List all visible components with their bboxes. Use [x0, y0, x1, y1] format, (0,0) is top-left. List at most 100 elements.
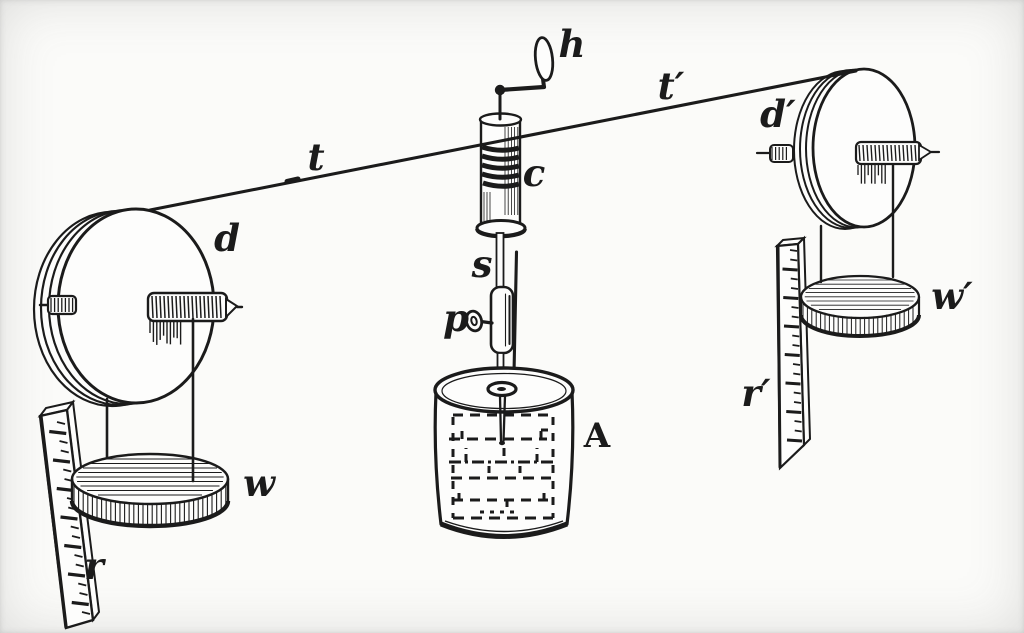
spindle-tip — [499, 440, 505, 446]
texture-line — [906, 144, 909, 162]
cord-fringe-right — [857, 165, 886, 184]
texture-line — [179, 295, 182, 319]
drum-shading — [483, 127, 519, 221]
texture-line — [60, 515, 78, 521]
spindle-in-vessel — [498, 394, 503, 443]
axle-right-barrel-hatch — [858, 144, 917, 162]
texture-line — [183, 295, 186, 319]
pulley-disc-left — [32, 207, 216, 408]
ruler-right-edge — [776, 245, 782, 469]
texture-line — [882, 144, 885, 162]
drum-cord-ridge — [481, 144, 520, 153]
texture-line — [49, 429, 67, 436]
label-weight-left: w — [243, 461, 276, 505]
texture-line — [858, 144, 861, 162]
texture-line — [793, 401, 802, 404]
texture-line — [59, 440, 68, 444]
texture-line — [793, 372, 801, 376]
texture-line — [785, 381, 801, 386]
pin-ring-outer — [464, 309, 484, 333]
label-spindle: s — [471, 242, 493, 286]
ruler-left-edge — [39, 415, 68, 629]
texture-line — [74, 554, 83, 558]
calorimeter — [433, 366, 575, 539]
texture-line — [219, 295, 222, 319]
texture-line — [910, 144, 913, 162]
texture-line — [790, 258, 798, 262]
texture-line — [175, 295, 178, 319]
drum-cord-ridge — [481, 153, 520, 162]
texture-line — [63, 468, 72, 473]
crank-handle-grip — [533, 36, 555, 82]
hidden-paddle-wheel — [449, 413, 555, 520]
texture-line — [199, 295, 202, 319]
axle-left-point — [225, 297, 239, 320]
main-cord — [148, 69, 858, 212]
texture-line — [783, 324, 800, 329]
texture-line — [187, 295, 190, 319]
texture-line — [67, 572, 86, 578]
pan-left-top-fill — [72, 454, 228, 504]
cord-fringe-left — [149, 320, 182, 345]
texture-line — [155, 295, 158, 319]
texture-line — [790, 277, 798, 281]
axle-right-stub-hatch — [771, 147, 788, 160]
texture-line — [898, 144, 901, 162]
pan-right-top-shading — [804, 279, 916, 310]
texture-line — [75, 563, 84, 568]
main-cord-knot — [284, 176, 301, 184]
axle-left-barrel-hatch — [151, 295, 222, 319]
label-vessel: A — [583, 416, 611, 456]
texture-line — [203, 295, 206, 319]
texture-line — [790, 287, 799, 290]
texture-line — [793, 391, 801, 395]
texture-line — [71, 535, 81, 539]
label-scale-right: r′ — [741, 371, 770, 415]
texture-line — [791, 315, 799, 319]
ruler-right-ticks — [782, 249, 803, 443]
pin-ring-hole — [470, 315, 478, 327]
texture-line — [794, 429, 802, 433]
pan-left-side-shading — [73, 483, 227, 525]
texture-line — [894, 144, 897, 162]
pan-right-side-shading — [802, 301, 914, 335]
texture-line — [792, 334, 800, 338]
winding-drum — [475, 112, 527, 239]
texture-line — [866, 144, 869, 162]
vessel-bottom-inner-line — [444, 520, 564, 533]
ruler-left-ticks — [49, 421, 91, 615]
texture-line — [151, 295, 154, 319]
texture-line — [171, 295, 174, 319]
texture-line — [782, 267, 798, 272]
texture-line — [792, 344, 800, 347]
texture-line — [902, 144, 905, 162]
texture-line — [70, 525, 79, 530]
texture-line — [783, 296, 799, 300]
texture-line — [786, 410, 802, 414]
texture-line — [791, 306, 799, 309]
texture-line — [211, 295, 214, 319]
pan-left-top-shading — [76, 458, 224, 496]
drum-cord-ridge — [481, 162, 520, 171]
texture-line — [878, 144, 881, 162]
weight-pan-left — [69, 452, 231, 529]
texture-line — [890, 144, 893, 162]
texture-line — [79, 592, 88, 596]
texture-line — [794, 420, 802, 423]
axle-left — [38, 291, 244, 345]
lid-grommet-hole — [497, 387, 506, 391]
crank-arm — [497, 84, 547, 93]
texture-line — [215, 295, 218, 319]
axle-right — [755, 140, 941, 184]
texture-line — [786, 438, 803, 443]
scale-ruler-right — [774, 235, 812, 471]
spindle-upper-rod — [495, 232, 505, 289]
axle-right-stub — [769, 144, 794, 163]
texture-line — [60, 449, 69, 454]
spindle-in-vessel — [502, 394, 507, 443]
texture-line — [784, 353, 800, 357]
texture-line — [56, 421, 66, 425]
drum-cord-ridge — [481, 171, 520, 180]
pan-left-bottom-edge — [69, 500, 231, 529]
